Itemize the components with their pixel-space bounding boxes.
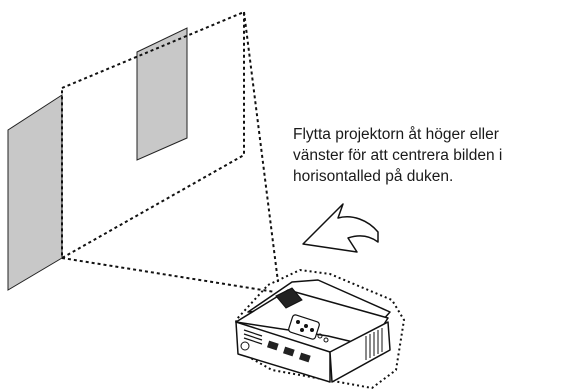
instruction-line-3: horisontalled på duken.	[293, 168, 454, 185]
instruction-line-2: vänster för att centrera bilden i	[293, 147, 503, 164]
control-panel-icon	[288, 314, 329, 343]
projector-device	[234, 268, 406, 390]
instruction-line-1: Flytta projektorn åt höger eller	[293, 126, 499, 143]
projection-screen	[7, 27, 188, 291]
projected-image-outline	[61, 10, 245, 260]
front-vents-icon	[243, 329, 263, 345]
move-direction-arrow-icon	[302, 203, 379, 253]
instruction-text: Flytta projektorn åt höger eller vänster…	[293, 124, 578, 187]
front-ports-icon	[240, 340, 311, 363]
side-vents-icon	[365, 328, 383, 360]
